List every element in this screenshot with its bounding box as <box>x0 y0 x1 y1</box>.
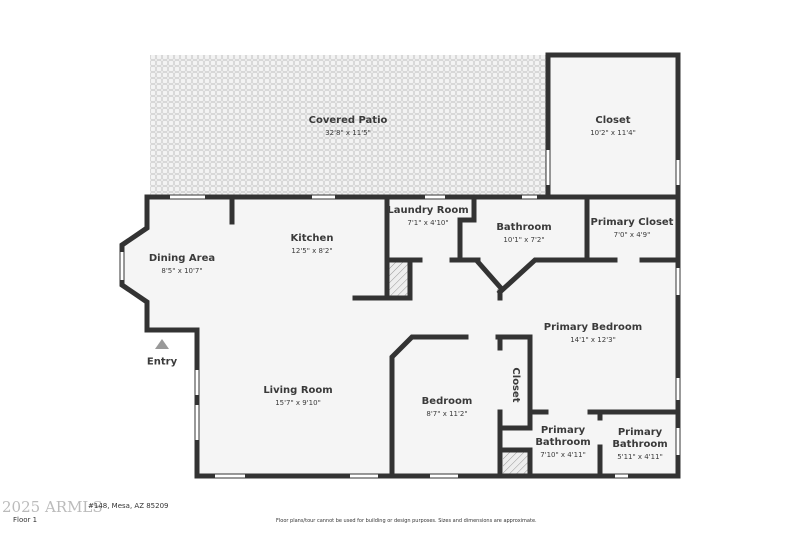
room-name: Primary Bathroom <box>535 425 591 448</box>
room-name: Closet <box>595 115 631 126</box>
room-name: Kitchen <box>290 233 334 244</box>
closet-top-floor <box>548 55 678 196</box>
room-name: Covered Patio <box>308 115 388 126</box>
room-closet-top: Closet 10'2" x 11'4" <box>590 115 636 137</box>
patio-area <box>150 55 548 196</box>
room-covered-patio: Covered Patio 32'8" x 11'5" <box>309 115 388 137</box>
room-dims: 32'8" x 11'5" <box>325 129 371 137</box>
room-primary-bathroom-1: Primary Bathroom 7'10" x 4'11" <box>533 425 593 459</box>
room-bathroom: Bathroom 10'1" x 7'2" <box>496 222 551 244</box>
hatched-block-bath <box>503 450 530 476</box>
hatched-block-kitchen <box>388 262 410 298</box>
room-dims: 7'0" x 4'9" <box>613 231 651 239</box>
room-dims: 7'1" x 4'10" <box>407 219 449 227</box>
room-living-room: Living Room 15'7" x 9'10" <box>263 385 332 407</box>
room-dining-area: Dining Area 8'5" x 10'7" <box>149 253 215 275</box>
entry-label: Entry <box>146 356 178 368</box>
room-dims: 10'1" x 7'2" <box>503 236 545 244</box>
room-dims: 5'11" x 4'11" <box>617 453 663 461</box>
room-name: Bedroom <box>421 396 473 407</box>
entry-arrow-icon <box>155 339 169 349</box>
room-laundry: Laundry Room 7'1" x 4'10" <box>387 205 468 227</box>
room-name: Bathroom <box>496 222 552 233</box>
watermark: 2025 ARMLS <box>2 498 103 516</box>
room-closet-small: Closet <box>509 367 521 402</box>
room-name: Closet <box>510 367 521 403</box>
room-dims: 12'5" x 8'2" <box>291 247 333 255</box>
room-name: Primary Bathroom <box>612 427 668 450</box>
room-kitchen: Kitchen 12'5" x 8'2" <box>291 233 334 255</box>
room-dims: 8'5" x 10'7" <box>161 267 203 275</box>
floor-label: Floor 1 <box>13 516 38 524</box>
room-dims: 8'7" x 11'2" <box>426 410 468 418</box>
room-primary-closet: Primary Closet 7'0" x 4'9" <box>591 217 674 239</box>
house-floor <box>122 197 678 476</box>
room-name: Living Room <box>263 385 333 396</box>
room-dims: 15'7" x 9'10" <box>275 399 321 407</box>
room-primary-bathroom-2: Primary Bathroom 5'11" x 4'11" <box>610 427 670 461</box>
room-name: Primary Bedroom <box>543 322 643 333</box>
room-dims: 7'10" x 4'11" <box>540 451 586 459</box>
room-name: Primary Closet <box>590 217 674 228</box>
room-name: Dining Area <box>148 253 216 264</box>
room-primary-bedroom: Primary Bedroom 14'1" x 12'3" <box>544 322 642 344</box>
address: #148, Mesa, AZ 85209 <box>88 502 169 510</box>
windows <box>120 150 680 478</box>
room-name: Laundry Room <box>387 205 469 216</box>
room-dims: 10'2" x 11'4" <box>590 129 636 137</box>
disclaimer: Floor plans/tour cannot be used for buil… <box>276 518 537 524</box>
room-dims: 14'1" x 12'3" <box>570 336 616 344</box>
room-bedroom: Bedroom 8'7" x 11'2" <box>422 396 473 418</box>
